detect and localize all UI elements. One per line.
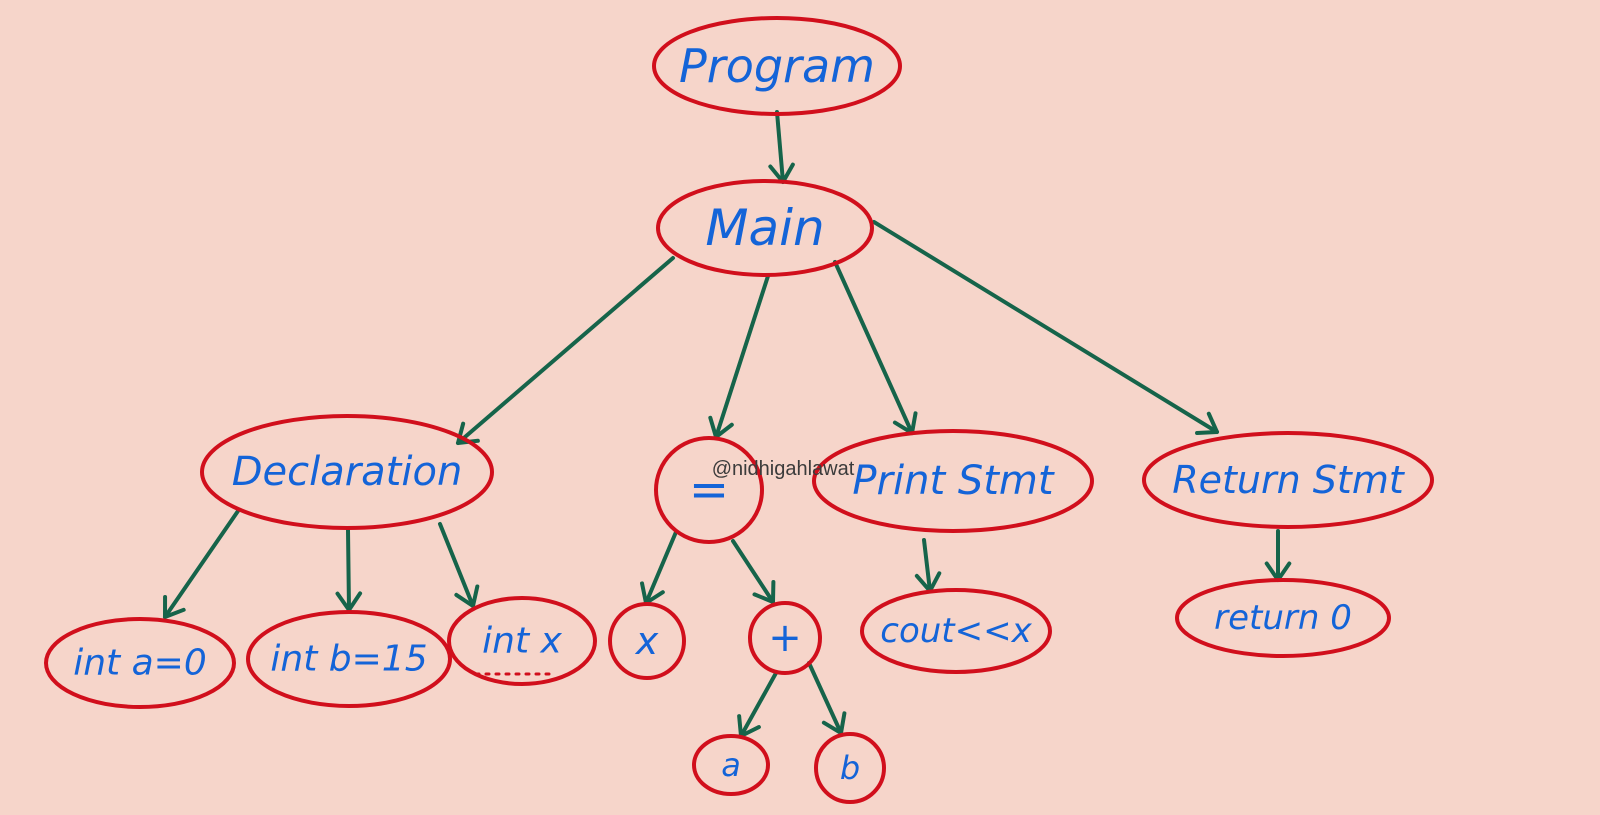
edges-layer (163, 110, 1292, 738)
edge-plus-b (807, 661, 843, 735)
node-label-int-a: int a=0 (73, 643, 207, 684)
node-ellipse-plus (748, 601, 822, 675)
node-label-b: b (840, 749, 860, 787)
node-int-b: int b=15 (246, 610, 452, 708)
node-assign: = (654, 436, 764, 544)
arrowhead-plus-b (821, 711, 847, 735)
node-main: Main (656, 179, 874, 277)
node-label-x: x (635, 619, 659, 663)
node-label-declaration: Declaration (232, 449, 463, 495)
node-label-return0: return 0 (1214, 598, 1352, 638)
node-program: Program (652, 16, 902, 116)
node-ellipse-cout (860, 588, 1052, 674)
node-ellipse-int-b (246, 610, 452, 708)
node-label-main: Main (705, 199, 824, 257)
arrowhead-assign-plus (752, 580, 776, 604)
node-plus: + (748, 601, 822, 675)
node-ellipse-declaration (200, 414, 494, 530)
edge-print-cout (922, 538, 932, 593)
node-ellipse-print (812, 429, 1094, 533)
edge-main-return (872, 220, 1219, 434)
edge-main-print (833, 260, 914, 435)
node-return0: return 0 (1175, 578, 1391, 658)
node-ellipse-x (608, 602, 686, 680)
node-label-program: Program (679, 39, 875, 93)
node-label-return: Return Stmt (1172, 458, 1406, 502)
node-return: Return Stmt (1142, 431, 1434, 529)
arrowhead-declaration-int-x (454, 584, 480, 608)
node-cout: cout<<x (860, 588, 1052, 674)
node-ellipse-int-x (447, 596, 597, 686)
node-a: a (692, 734, 770, 796)
node-ellipse-main (656, 179, 874, 277)
node-int-a: int a=0 (44, 617, 236, 709)
arrowhead-declaration-int-a (163, 595, 186, 619)
node-label-cout: cout<<x (880, 611, 1032, 651)
edge-main-assign (714, 274, 770, 439)
node-ellipse-return0 (1175, 578, 1391, 658)
edge-plus-a (739, 671, 778, 738)
node-print: Print Stmt (812, 429, 1094, 533)
node-label-int-b: int b=15 (270, 639, 427, 680)
edge-declaration-int-x (438, 522, 475, 608)
node-ellipse-return (1142, 431, 1434, 529)
node-int-x: int x (447, 596, 597, 686)
edge-declaration-int-a (163, 509, 240, 619)
node-label-plus: + (768, 615, 802, 661)
node-label-assign: = (689, 462, 729, 518)
node-ellipse-int-a (44, 617, 236, 709)
watermark-text: @nidhigahlawat (712, 458, 855, 480)
node-label-int-x: int x (482, 621, 562, 662)
edge-program-main (775, 110, 785, 184)
arrowhead-main-return (1195, 411, 1219, 436)
node-ellipse-a (692, 734, 770, 796)
edge-declaration-int-b (346, 528, 351, 612)
edge-main-declaration (456, 256, 675, 445)
node-ellipse-b (814, 732, 886, 804)
node-declaration: Declaration (200, 414, 494, 530)
node-label-print: Print Stmt (852, 458, 1054, 504)
node-b: b (814, 732, 886, 804)
node-label-a: a (721, 746, 741, 784)
node-ellipse-program (652, 16, 902, 116)
node-ellipse-assign (654, 436, 764, 544)
node-x: x (608, 602, 686, 680)
edge-assign-plus (731, 539, 775, 604)
edge-assign-x (644, 530, 678, 605)
